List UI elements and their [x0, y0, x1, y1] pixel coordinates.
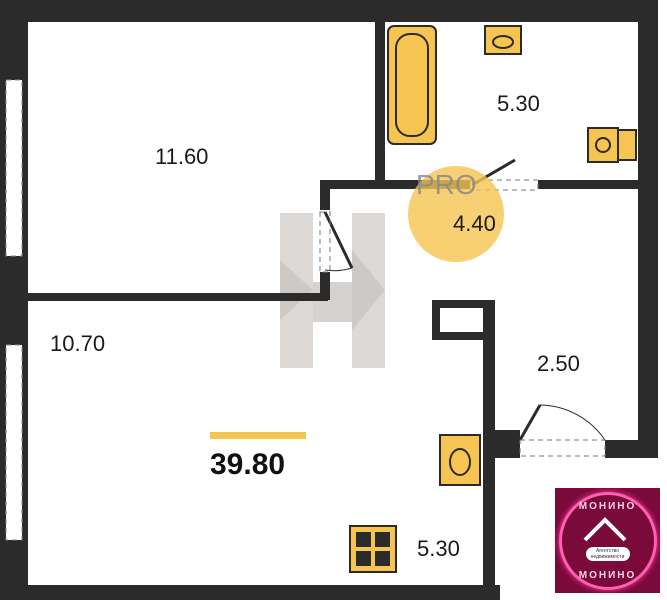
pro-badge-circle: [408, 166, 504, 262]
door-openings: [319, 179, 606, 457]
logo-ring: МОНИНО Агентство недвижимости МОНИНО: [558, 491, 657, 590]
logo-bottom-text: МОНИНО: [578, 569, 637, 581]
logo-top-text: МОНИНО: [578, 500, 637, 512]
kitchen-sink-icon: [439, 434, 481, 486]
room-area-label: 5.30: [417, 536, 460, 561]
toilet-icon: [587, 127, 619, 163]
windows: [5, 79, 23, 541]
house-icon: [583, 516, 626, 541]
h-watermark: [280, 213, 385, 368]
room-area-label: 4.40: [453, 211, 496, 236]
agency-logo: МОНИНО Агентство недвижимости МОНИНО: [555, 488, 660, 593]
fixtures: [349, 25, 637, 573]
logo-tagline: Агентство недвижимости: [585, 546, 630, 561]
room-area-label: 2.50: [537, 351, 580, 376]
room-area-label: 5.30: [497, 91, 540, 116]
total-area-bar: [210, 432, 306, 439]
sink-icon: [484, 25, 522, 55]
total-area: 39.80: [210, 448, 286, 481]
bathtub-icon: [387, 25, 437, 145]
room-area-label: 11.60: [155, 144, 209, 169]
pro-watermark: PRO: [416, 169, 477, 200]
room-area-label: 10.70: [50, 331, 106, 356]
